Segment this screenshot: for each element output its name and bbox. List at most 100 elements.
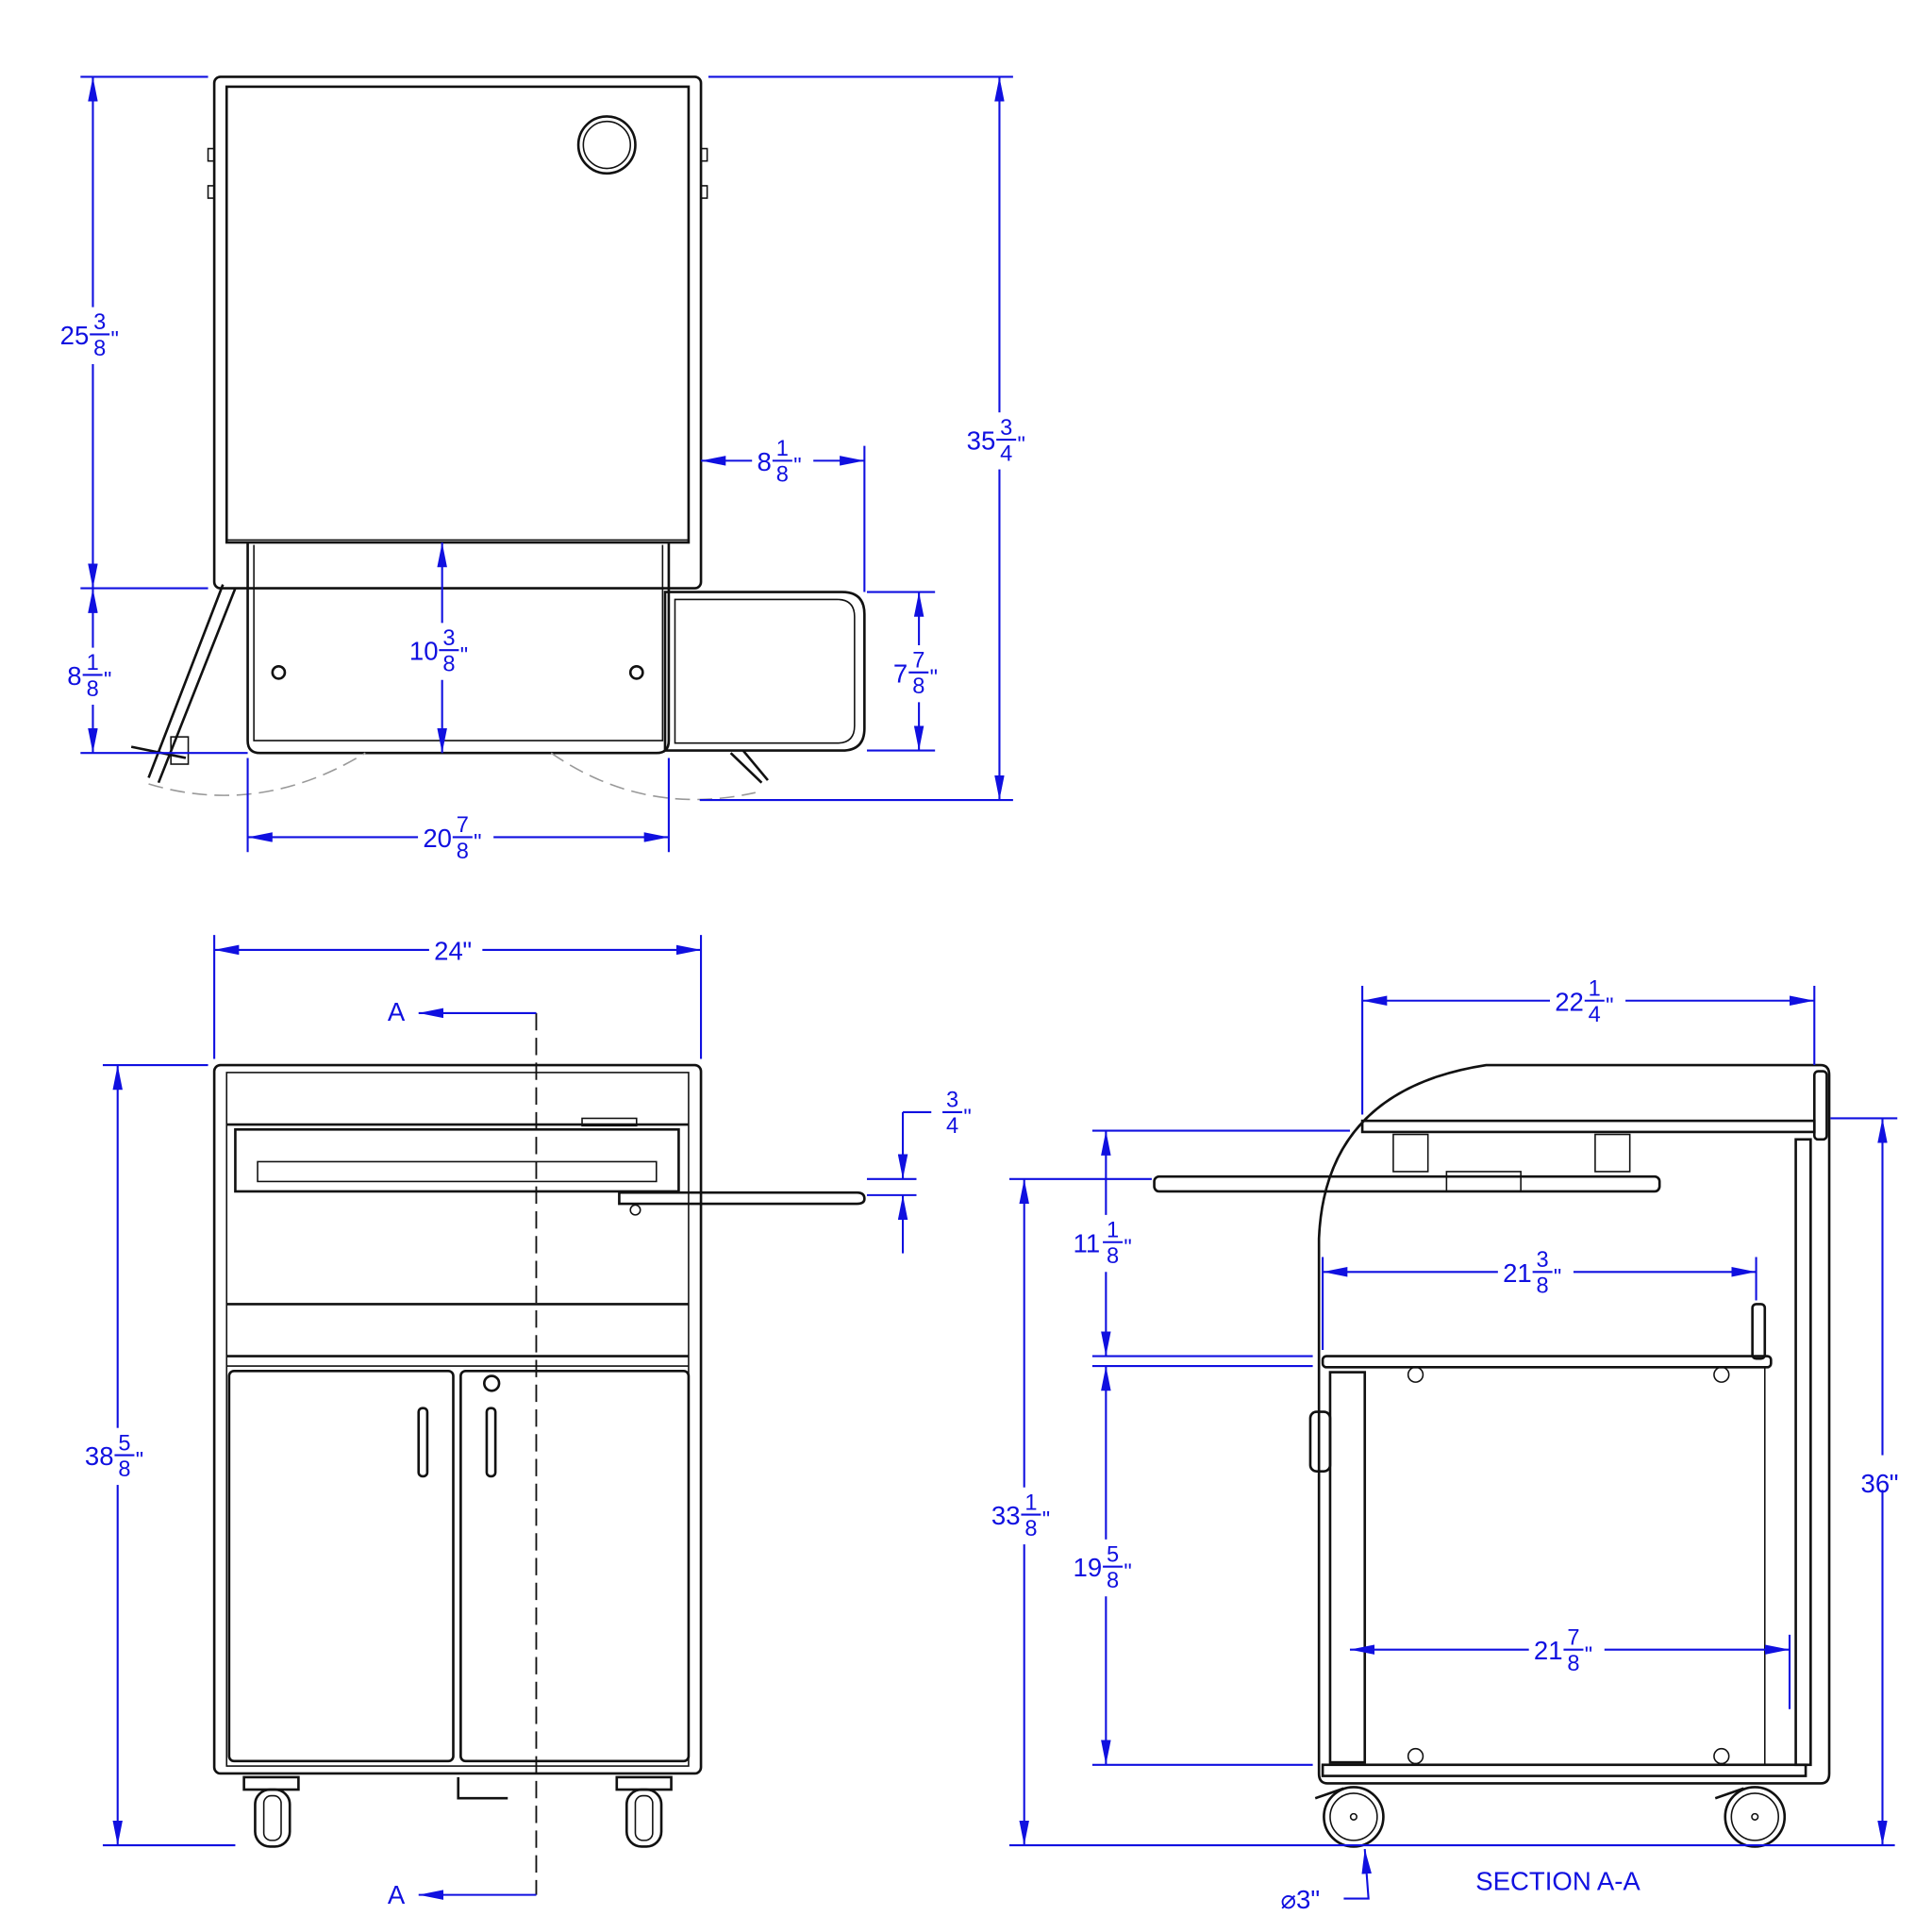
inch-mark: " — [1124, 1236, 1131, 1260]
inch-mark: " — [104, 669, 111, 693]
label-background — [55, 307, 131, 364]
fraction-numerator: 3 — [1000, 416, 1012, 441]
keyboard-tray-section — [1153, 1174, 1661, 1193]
grommet-icon — [576, 115, 637, 175]
fraction-numerator: 5 — [118, 1431, 130, 1456]
fastener-icon — [1713, 1366, 1730, 1383]
fraction-denominator: 8 — [118, 1457, 130, 1482]
fraction-denominator: 4 — [1000, 441, 1012, 466]
tray-bracket — [1392, 1133, 1429, 1173]
dimension-value-whole: 35 — [967, 426, 996, 456]
lock-icon — [482, 1374, 501, 1392]
fraction-denominator: 8 — [912, 675, 924, 699]
section-marker-top: A — [388, 997, 406, 1026]
top-edge-lip — [1812, 1070, 1828, 1141]
inch-mark: " — [930, 666, 938, 691]
top-work-surface — [225, 85, 691, 544]
wheel-diameter-value: 3" — [1296, 1885, 1320, 1914]
dimension-value-whole: 11 — [1074, 1228, 1101, 1257]
fraction-numerator: 3 — [1537, 1248, 1549, 1273]
fraction-denominator: 8 — [776, 463, 789, 488]
fraction-numerator: 7 — [1567, 1625, 1579, 1650]
side-shelf-outline — [663, 591, 866, 752]
left-door-handle — [417, 1407, 429, 1478]
inch-mark: " — [136, 1449, 143, 1474]
right-door-handle — [485, 1407, 497, 1478]
grommet-inner-ring — [582, 120, 632, 170]
cabinet-front-outline — [212, 1063, 703, 1775]
fraction-numerator: 1 — [1024, 1491, 1037, 1515]
grommet-edge — [581, 1117, 638, 1127]
bottom-panel-section — [1321, 1763, 1807, 1777]
door-handle-section — [1308, 1410, 1332, 1473]
section-title: SECTION A-A — [1475, 1866, 1641, 1895]
door-edge — [1328, 1371, 1367, 1764]
dimension-value-whole: 10 — [409, 637, 439, 666]
label-background — [79, 1427, 156, 1486]
dimension-value-whole: 24 — [434, 936, 463, 965]
diameter-symbol-icon: ⌀ — [1280, 1885, 1296, 1914]
keyboard-tray-front — [257, 1160, 658, 1183]
fraction-numerator: 7 — [912, 649, 924, 674]
dimension-front-width: 24" — [213, 923, 703, 1059]
shelf-back-lip — [1751, 1303, 1767, 1360]
fraction-numerator: 7 — [457, 813, 469, 838]
dimension-value-whole: 7 — [893, 658, 908, 688]
front-view: A A — [212, 997, 866, 1909]
lower-cabinet-outline — [246, 542, 671, 755]
dimension-value-whole: 8 — [67, 661, 81, 691]
top-view — [130, 75, 866, 801]
fraction-denominator: 8 — [1107, 1244, 1119, 1269]
inch-mark: " — [793, 454, 801, 478]
dimension-value-whole: 19 — [1074, 1553, 1103, 1582]
fraction-denominator: 4 — [1589, 1003, 1601, 1027]
inch-mark: " — [1554, 1265, 1561, 1290]
wheel-brake-lever — [1314, 1787, 1344, 1800]
slide-out-shelf — [618, 1191, 866, 1206]
label-background — [1497, 1244, 1574, 1302]
label-background — [404, 623, 480, 680]
wheel-rear — [1724, 1786, 1787, 1848]
fraction-numerator: 1 — [1589, 977, 1601, 1002]
fastener-icon — [271, 664, 287, 680]
dimension-front-shelf-thickness: 34" — [866, 1089, 972, 1254]
inch-mark: " — [1606, 994, 1613, 1019]
dimension-value-whole: 22 — [1555, 987, 1584, 1016]
inch-mark: " — [462, 936, 472, 965]
dimension-value-whole: 8 — [757, 447, 771, 476]
door-swing-arc-left — [148, 752, 366, 796]
back-panel — [1794, 1138, 1812, 1767]
caster-detail — [729, 749, 769, 784]
fastener-icon — [1407, 1366, 1424, 1383]
shelf-knob — [629, 1204, 641, 1216]
dimension-value-whole: 33 — [991, 1501, 1021, 1530]
fraction-numerator: 1 — [87, 651, 99, 675]
fraction-denominator: 8 — [93, 337, 106, 361]
fraction-numerator: 5 — [1107, 1542, 1119, 1567]
wheel-diameter-note: ⌀3" — [1280, 1885, 1320, 1914]
label-background — [1068, 1214, 1144, 1273]
dimension-value-whole: 21 — [1534, 1636, 1563, 1665]
side-brackets — [207, 147, 708, 199]
lower-cabinet-inner-line — [253, 544, 664, 741]
caster-right — [615, 1775, 673, 1848]
inch-mark: " — [1042, 1508, 1050, 1533]
door-hinge — [170, 736, 190, 765]
fraction-denominator: 8 — [442, 653, 455, 677]
inch-mark: " — [460, 643, 468, 668]
fastener-icon — [1407, 1747, 1424, 1765]
dimension-value-whole: 25 — [60, 321, 90, 350]
fraction-denominator: 4 — [946, 1114, 958, 1139]
fastener-icon — [628, 664, 644, 680]
section-view: ⌀3" SECTION A-A — [1153, 1063, 1831, 1914]
fraction-denominator: 8 — [1024, 1517, 1037, 1541]
